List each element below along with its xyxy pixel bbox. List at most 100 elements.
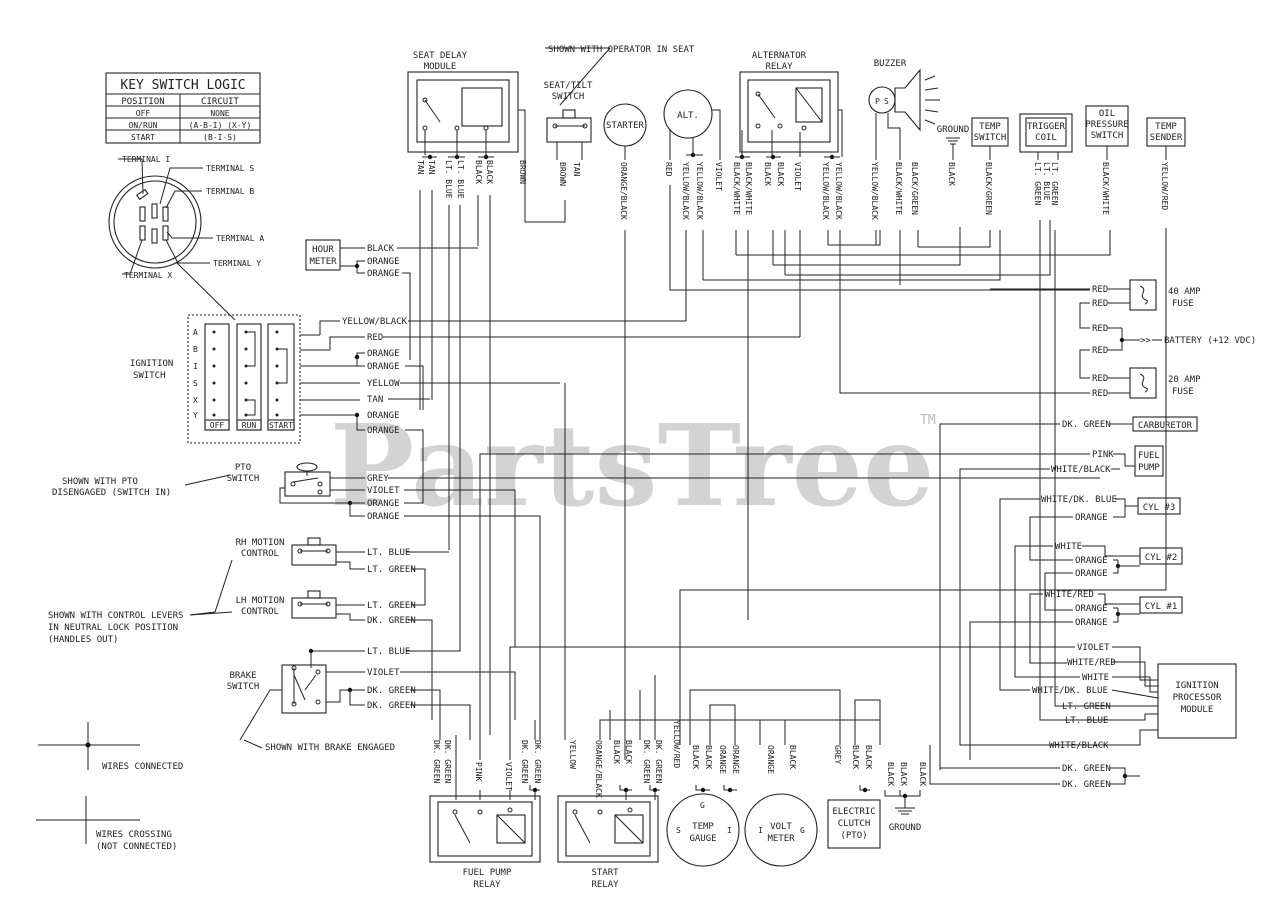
- brake-label-1: BRAKE: [229, 671, 256, 681]
- wire-label: LT. GREEN: [1033, 162, 1042, 206]
- seat-tilt-label-2: SWITCH: [552, 92, 585, 102]
- pto-note-2: DISENGAGED (SWITCH IN): [52, 488, 171, 498]
- wire-label: RED: [1092, 324, 1108, 334]
- sr-label-1: START: [591, 868, 619, 878]
- watermark: PartsTree: [330, 401, 934, 532]
- wire-label: ORANGE: [367, 499, 400, 509]
- clutch-label-1: ELECTRIC: [832, 807, 875, 817]
- oil-label-1: OIL: [1099, 109, 1115, 119]
- wire-label: LT. BLUE: [456, 160, 465, 199]
- fuse40-label-1: 40 AMP: [1168, 287, 1201, 297]
- alt-label: ALT.: [677, 111, 699, 121]
- volt-meter-pin-i: I: [758, 826, 763, 835]
- wire-label: ORANGE: [367, 411, 400, 421]
- terminal-s-label: TERMINAL S: [206, 164, 254, 173]
- watermark-tm: TM: [920, 413, 936, 428]
- wire-label: ORANGE: [731, 745, 740, 774]
- levers-note-3: (HANDLES OUT): [48, 635, 118, 645]
- wire-label: VIOLET: [367, 668, 400, 678]
- battery-label: BATTERY (+12 VDC): [1164, 336, 1256, 346]
- wire-label: DK. GREEN: [642, 740, 651, 784]
- wire-label: PINK: [474, 762, 483, 781]
- bottom-wires: GROUND: [439, 383, 922, 833]
- wire-label: DK. GREEN: [1062, 780, 1111, 790]
- wire-label: BLACK/WHITE: [894, 162, 903, 215]
- clutch-label-2: CLUTCH: [838, 819, 871, 829]
- seat-tilt-switch: SHOWN WITH OPERATOR IN SEAT SEAT/TILT SW…: [544, 45, 695, 186]
- wire-label: BLACK/GREEN: [984, 162, 993, 215]
- ign-row-a: A: [193, 328, 198, 337]
- volt-meter-pin-g: G: [800, 826, 805, 835]
- brake-label-2: SWITCH: [227, 682, 260, 692]
- terminal-i-label: TERMINAL I: [122, 155, 170, 164]
- wire-label: ORANGE: [1075, 604, 1108, 614]
- wire-label: YELLOW/RED: [672, 720, 681, 768]
- wire-label: BLACK: [624, 740, 633, 764]
- wire-label: BLACK: [704, 745, 713, 769]
- hour-meter-label-1: HOUR: [312, 245, 334, 255]
- wire-label: BLACK: [485, 160, 494, 184]
- key-table-cell: ON/RUN: [129, 121, 158, 130]
- temp-switch-label-1: TEMP: [979, 122, 1001, 132]
- fuses-battery: RED RED 40 AMP FUSE RED >> BATTERY (+12 …: [839, 230, 1256, 399]
- wire-label: TAN: [572, 162, 581, 177]
- temp-switch-label-2: SWITCH: [974, 133, 1007, 143]
- wire-label: DK. GREEN: [1062, 420, 1111, 430]
- seat-tilt-label-1: SEAT/TILT: [544, 81, 593, 91]
- wire-label: ORANGE: [718, 745, 727, 774]
- wire-label: GREY: [833, 745, 842, 764]
- wire-label: BLACK: [947, 162, 956, 186]
- ipm-label-3: MODULE: [1181, 705, 1214, 715]
- hour-meter-label-2: METER: [309, 257, 337, 267]
- ipm-label-1: IGNITION: [1175, 681, 1218, 691]
- battery-arrow: >>: [1140, 336, 1151, 346]
- alt-relay-label-2: RELAY: [765, 62, 793, 72]
- ground-bottom-label: GROUND: [889, 823, 922, 833]
- temp-gauge-pin-s: S: [676, 826, 681, 835]
- lh-label-1: LH MOTION: [236, 596, 285, 606]
- fuel-pump-relay: FUEL PUMP RELAY: [429, 795, 541, 890]
- wire-label: DK. GREEN: [443, 740, 452, 784]
- volt-meter: I G VOLT METER: [744, 793, 818, 867]
- temp-gauge-pin-g: G: [700, 801, 705, 810]
- wire-label: ORANGE/BLACK: [594, 740, 603, 798]
- key-table-cell: OFF: [136, 109, 151, 118]
- wire-label: ORANGE: [367, 257, 400, 267]
- fuel-pump-label-1: FUEL: [1138, 451, 1160, 461]
- wire-label: RED: [367, 333, 383, 343]
- wire-label: LT. BLUE: [444, 160, 453, 199]
- wire-label: BLACK: [851, 745, 860, 769]
- key-table-header-circuit: CIRCUIT: [201, 97, 240, 107]
- wire-label: LT. BLUE: [367, 647, 410, 657]
- rh-label-1: RH MOTION: [236, 538, 285, 548]
- wire-label: ORANGE: [367, 269, 400, 279]
- wire-label: WHITE: [1055, 542, 1082, 552]
- seat-note: SHOWN WITH OPERATOR IN SEAT: [548, 45, 695, 55]
- wire-label: BLACK: [763, 162, 772, 186]
- volt-meter-label-2: METER: [767, 834, 795, 844]
- levers-note-1: SHOWN WITH CONTROL LEVERS: [48, 611, 183, 621]
- wire-label: TAN: [416, 160, 425, 175]
- oil-label-2: PRESSURE: [1085, 120, 1128, 130]
- wire-label: DK. GREEN: [367, 701, 416, 711]
- trigger-coil-label-2: COIL: [1035, 133, 1057, 143]
- ign-row-y: Y: [193, 411, 198, 420]
- fuse40-label-2: FUSE: [1172, 299, 1194, 309]
- wire-label: BROWN: [558, 162, 567, 186]
- wire-label: ORANGE/BLACK: [619, 162, 628, 220]
- ign-row-b: B: [193, 345, 198, 354]
- seat-delay-label-1: SEAT DELAY: [413, 51, 468, 61]
- buzzer-pin-s: S: [884, 97, 889, 106]
- wire-label: DK. GREEN: [1062, 764, 1111, 774]
- clutch-label-3: (PTO): [840, 831, 867, 841]
- wire-label: BROWN: [518, 160, 527, 184]
- temp-sender-label-1: TEMP: [1155, 122, 1177, 132]
- fuel-pump-label-2: PUMP: [1138, 463, 1160, 473]
- cyl2-label: CYL #2: [1145, 553, 1178, 563]
- wire-label: WHITE/RED: [1045, 590, 1094, 600]
- wire-label: LT. BLUE: [1065, 716, 1108, 726]
- wire-label: RED: [1092, 285, 1108, 295]
- wire-label: ORANGE: [1075, 556, 1108, 566]
- wire-label: WHITE/RED: [1067, 658, 1116, 668]
- terminal-x-label: TERMINAL X: [124, 271, 172, 280]
